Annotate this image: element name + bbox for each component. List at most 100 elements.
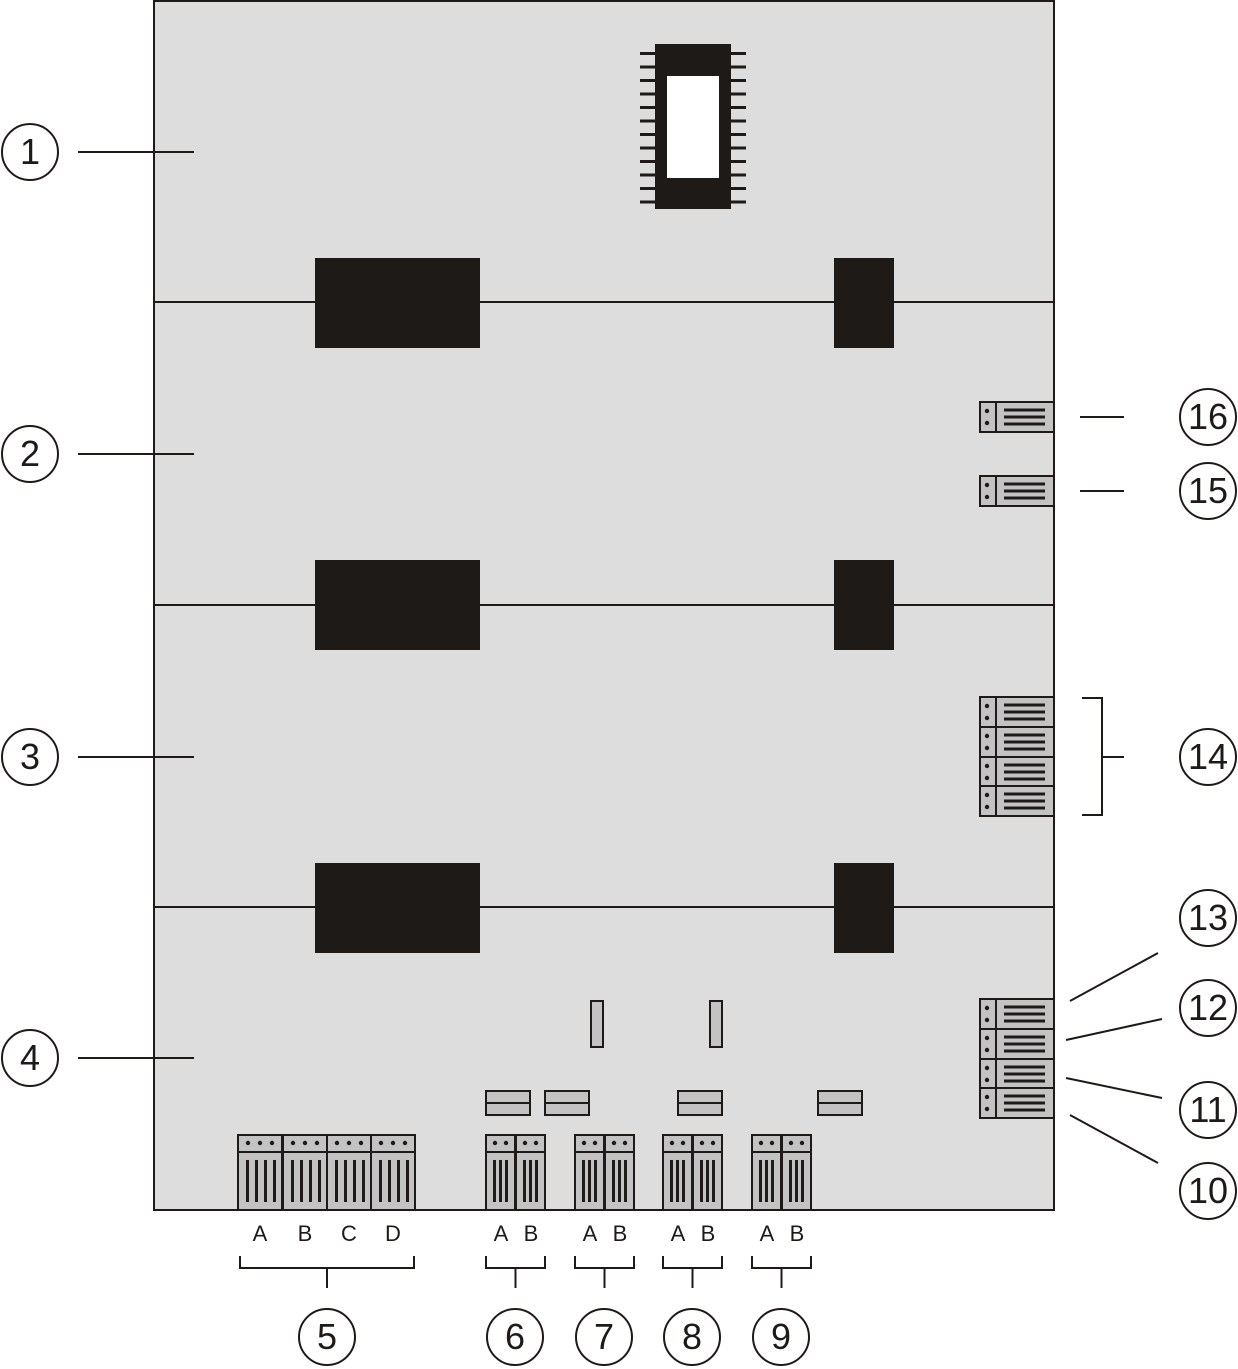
connector-dot	[984, 1047, 990, 1053]
chip-pin	[730, 187, 746, 190]
bracket-8	[662, 1256, 723, 1269]
slot-connector	[326, 1134, 372, 1211]
slot-connector	[282, 1134, 328, 1211]
connector-dot	[984, 1094, 990, 1100]
callout-13: 13	[1179, 889, 1237, 947]
chip-pin	[730, 160, 746, 163]
leader-line	[1065, 1077, 1163, 1099]
side-connector	[979, 726, 1055, 758]
connector-dot	[984, 1106, 990, 1112]
slot-dot	[302, 1140, 308, 1146]
side-connector	[979, 1087, 1055, 1119]
slot-dot	[581, 1140, 587, 1146]
connector-dot	[984, 1035, 990, 1041]
slot-pin	[700, 1160, 703, 1202]
slot-dot	[503, 1140, 509, 1146]
slot-dot	[533, 1140, 539, 1146]
chip-pin	[640, 79, 656, 82]
slot-letter: B	[790, 1221, 805, 1246]
slot-dot	[378, 1140, 384, 1146]
slot-dot	[290, 1140, 296, 1146]
connector-dot	[984, 792, 990, 798]
slot-connector	[370, 1134, 416, 1211]
slot-pin	[795, 1160, 798, 1202]
side-connector	[979, 785, 1055, 817]
vertical-component	[709, 1000, 723, 1048]
callout-7: 7	[575, 1308, 633, 1366]
bracket-6	[485, 1256, 546, 1269]
callout-number: 13	[1188, 897, 1228, 938]
callout-number: 15	[1188, 470, 1228, 511]
slot-pin	[523, 1160, 526, 1202]
callout-circle	[1, 1029, 59, 1087]
slot-pin	[379, 1160, 382, 1202]
slot-pin	[388, 1160, 391, 1202]
slot-dot	[269, 1140, 275, 1146]
slot-pin	[712, 1160, 715, 1202]
slot-pin	[765, 1160, 768, 1202]
callout-circle	[1, 728, 59, 786]
chip-pin	[640, 133, 656, 136]
callout-circle	[1179, 1081, 1237, 1139]
slot-pin	[588, 1160, 591, 1202]
connector-dot	[984, 763, 990, 769]
callout-number: 6	[505, 1316, 525, 1357]
slot-pin	[300, 1160, 303, 1202]
horizontal-component	[485, 1090, 531, 1116]
slot-letter: D	[385, 1221, 401, 1246]
connector-dot	[984, 482, 990, 488]
callout-circle	[298, 1308, 356, 1366]
chip-pin	[730, 119, 746, 123]
callout-12: 12	[1179, 979, 1237, 1037]
slot-dot	[669, 1140, 675, 1146]
slot-connector	[781, 1134, 812, 1211]
slot-dot	[769, 1140, 775, 1146]
slot-dot	[611, 1140, 617, 1146]
callout-number: 9	[771, 1316, 791, 1357]
slot-dot	[402, 1140, 408, 1146]
connector-dot	[984, 420, 990, 426]
slot-pin	[624, 1160, 627, 1202]
callout-circle	[1179, 462, 1237, 520]
slot-connector	[574, 1134, 605, 1211]
slot-dot	[334, 1140, 340, 1146]
chip-pin	[640, 119, 656, 123]
callout-number: 14	[1188, 736, 1228, 777]
bracket-9	[751, 1256, 812, 1269]
slot-connector	[692, 1134, 723, 1211]
horizontal-component	[817, 1090, 863, 1116]
callout-circle	[1179, 388, 1237, 446]
slot-letter: B	[298, 1221, 313, 1246]
leader-line	[1069, 952, 1159, 1002]
bottom-slot-connectors	[237, 1134, 812, 1211]
callout-circle	[752, 1308, 810, 1366]
slot-letter: B	[613, 1221, 628, 1246]
slot-pin	[535, 1160, 538, 1202]
slot-pin	[759, 1160, 762, 1202]
slot-pin	[618, 1160, 621, 1202]
slot-pin	[682, 1160, 685, 1202]
processor-chip	[640, 44, 746, 209]
callout-number: 10	[1188, 1170, 1228, 1211]
connector-dot	[984, 733, 990, 739]
slot-dot	[592, 1140, 598, 1146]
slot-pin	[801, 1160, 804, 1202]
slot-pin	[789, 1160, 792, 1202]
slot-dot	[492, 1140, 498, 1146]
callout-number: 5	[317, 1316, 337, 1357]
connector-dot	[984, 1065, 990, 1071]
connector-dot	[984, 775, 990, 781]
slot-pin	[264, 1160, 267, 1202]
chip-pin	[640, 146, 656, 150]
chip-pin	[640, 160, 656, 163]
slot-pin	[493, 1160, 496, 1202]
vertical-component	[590, 1000, 604, 1048]
callout-4: 4	[1, 1029, 59, 1087]
connector-block-small	[834, 863, 894, 953]
slot-dot	[710, 1140, 716, 1146]
chip-window	[667, 76, 719, 178]
slot-letter: B	[701, 1221, 716, 1246]
